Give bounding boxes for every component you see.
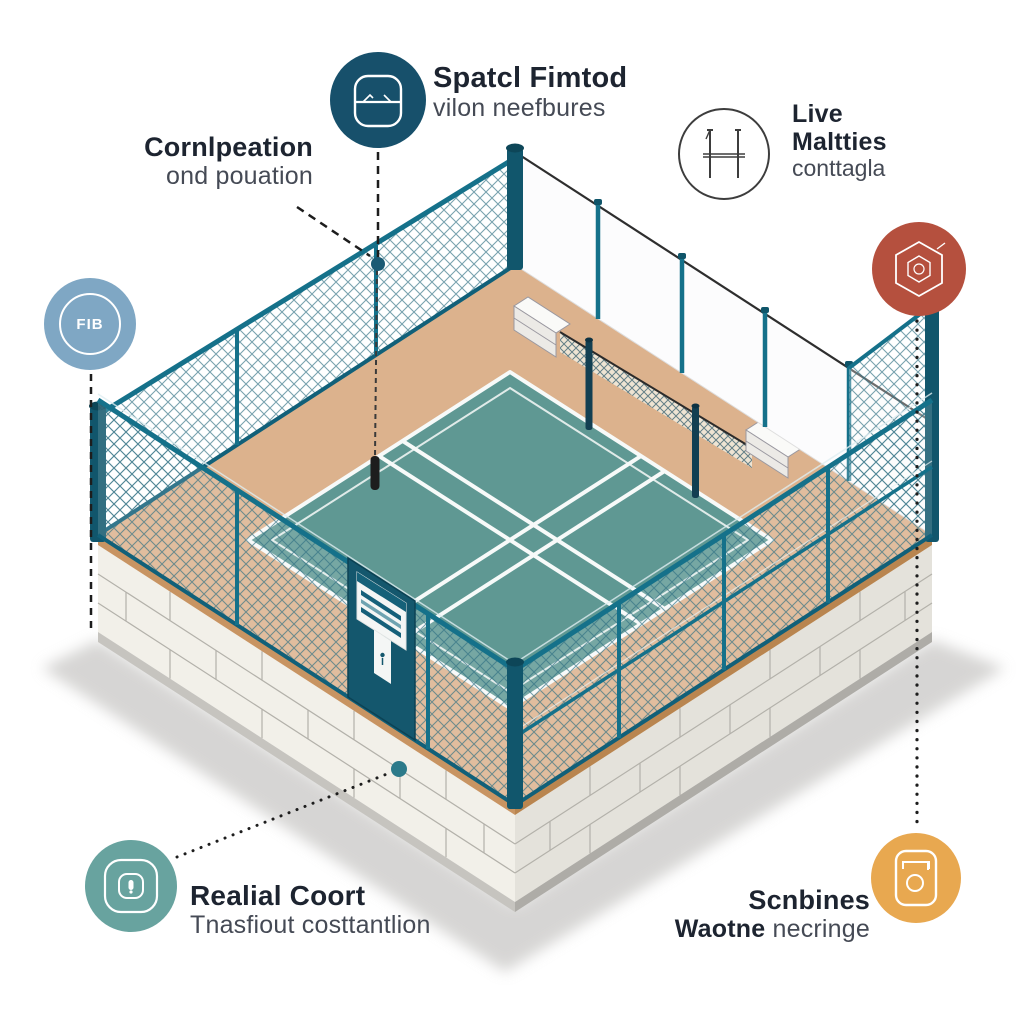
- fence-posts: [617, 468, 830, 738]
- callout-title-line1: Live: [792, 100, 843, 128]
- front-right-fence: [506, 392, 934, 809]
- callout-title: Scnbines: [748, 885, 870, 915]
- dot-marker: [391, 761, 407, 777]
- callout-bottom-right: Scnbines Waotne necringe: [570, 885, 870, 943]
- brick-podium: [97, 545, 933, 912]
- net-post: [585, 337, 700, 498]
- net-frame-icon: [703, 129, 745, 178]
- front-left-fence: [96, 393, 517, 807]
- callout-top-center: Spatcl Fimtod vilon neefbures: [433, 62, 627, 122]
- corner-post: [507, 662, 523, 809]
- hexagon-emblem-icon: [895, 240, 946, 298]
- wall-post-caps: [594, 199, 853, 367]
- callout-subtitle-rest: necringe: [765, 915, 870, 944]
- camera-box-icon: [894, 849, 938, 907]
- callout-title: Realial Coort: [190, 880, 366, 911]
- leader-lines: [89, 152, 919, 859]
- dot-marker: [371, 257, 385, 271]
- callout-bottom-left-circle: [85, 840, 177, 932]
- callout-title: Cornlpeation: [144, 132, 313, 162]
- door-sign: [356, 571, 407, 651]
- callout-bottom-left: Realial Coort Tnasfiout costtantlion: [190, 880, 431, 939]
- callout-top-left: Cornlpeation ond pouation: [40, 132, 313, 190]
- callout-top-center-circle: [330, 52, 426, 148]
- door-handle-plate: [374, 630, 391, 684]
- callout-subtitle: vilon neefbures: [433, 94, 606, 123]
- callout-subtitle-bold: Waotne: [674, 915, 766, 944]
- podium-skirt: [98, 632, 515, 912]
- bench-box: [513, 296, 571, 358]
- callout-title: Spatcl Fimtod: [433, 62, 628, 94]
- left-back-fence: [89, 143, 524, 542]
- callout-subtitle: conttagla: [792, 155, 886, 181]
- podium-skirt: [515, 632, 932, 912]
- access-door: [347, 556, 416, 742]
- hanging-chain: [370, 269, 380, 490]
- nested-square-icon: [103, 858, 159, 914]
- callout-top-right-circle: [678, 108, 770, 200]
- badge-label: FIB: [76, 315, 104, 333]
- fence-posts: [235, 490, 430, 749]
- callout-title-line2: Maltties: [792, 128, 887, 156]
- callout-subtitle: Tnasfiout costtantlion: [190, 911, 431, 940]
- monitor-box-icon: [353, 74, 403, 128]
- callout-left-circle: FIB: [44, 278, 136, 370]
- badge-fib-icon: FIB: [59, 293, 121, 355]
- callout-right-circle: [872, 222, 966, 316]
- callout-top-right: Live Maltties conttagla: [792, 100, 887, 182]
- corner-post: [507, 148, 523, 270]
- brick-course-lines: [97, 573, 933, 874]
- court-center-lines: [377, 439, 666, 641]
- callout-subtitle: ond pouation: [166, 162, 313, 191]
- callout-bottom-right-circle: [871, 833, 961, 923]
